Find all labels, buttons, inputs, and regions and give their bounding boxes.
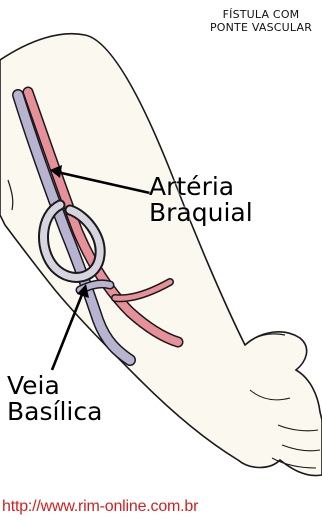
basilic-vein-label: Veia Basílica (7, 373, 102, 425)
source-url-link[interactable]: http://www.rim-online.com.br (2, 498, 198, 516)
figure-title: FÍSTULA COM PONTE VASCULAR (206, 8, 316, 34)
vein-label-line-2: Basílica (7, 399, 102, 425)
artery-label-line-2: Braquial (149, 200, 253, 226)
brachial-artery-label: Artéria Braquial (149, 174, 253, 226)
artery-label-line-1: Artéria (149, 174, 253, 200)
title-line-1: FÍSTULA COM (206, 8, 316, 21)
title-line-2: PONTE VASCULAR (206, 21, 316, 34)
vein-label-line-1: Veia (7, 373, 102, 399)
